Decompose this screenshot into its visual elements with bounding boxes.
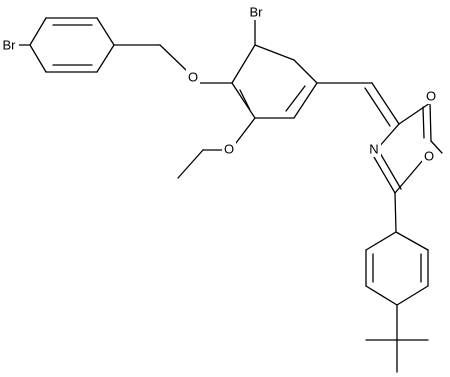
bond-lines xyxy=(17,17,443,373)
atom-n-ring: N xyxy=(366,141,381,157)
atom-o-carbonyl: O xyxy=(424,88,438,104)
atom-br-top: Br xyxy=(245,4,266,20)
svg-text:O: O xyxy=(424,149,434,164)
atom-br-left: Br xyxy=(0,37,19,53)
atom-o-ring: O xyxy=(422,148,436,164)
svg-text:Br: Br xyxy=(3,38,17,53)
atom-labels: Br Br O O N O O xyxy=(0,4,438,164)
svg-text:O: O xyxy=(188,70,198,85)
svg-text:O: O xyxy=(224,142,234,157)
atom-o-ethoxy: O xyxy=(222,141,236,157)
atom-o-ether: O xyxy=(186,69,200,85)
svg-text:N: N xyxy=(369,142,378,157)
svg-text:O: O xyxy=(426,89,436,104)
svg-text:Br: Br xyxy=(250,5,264,20)
